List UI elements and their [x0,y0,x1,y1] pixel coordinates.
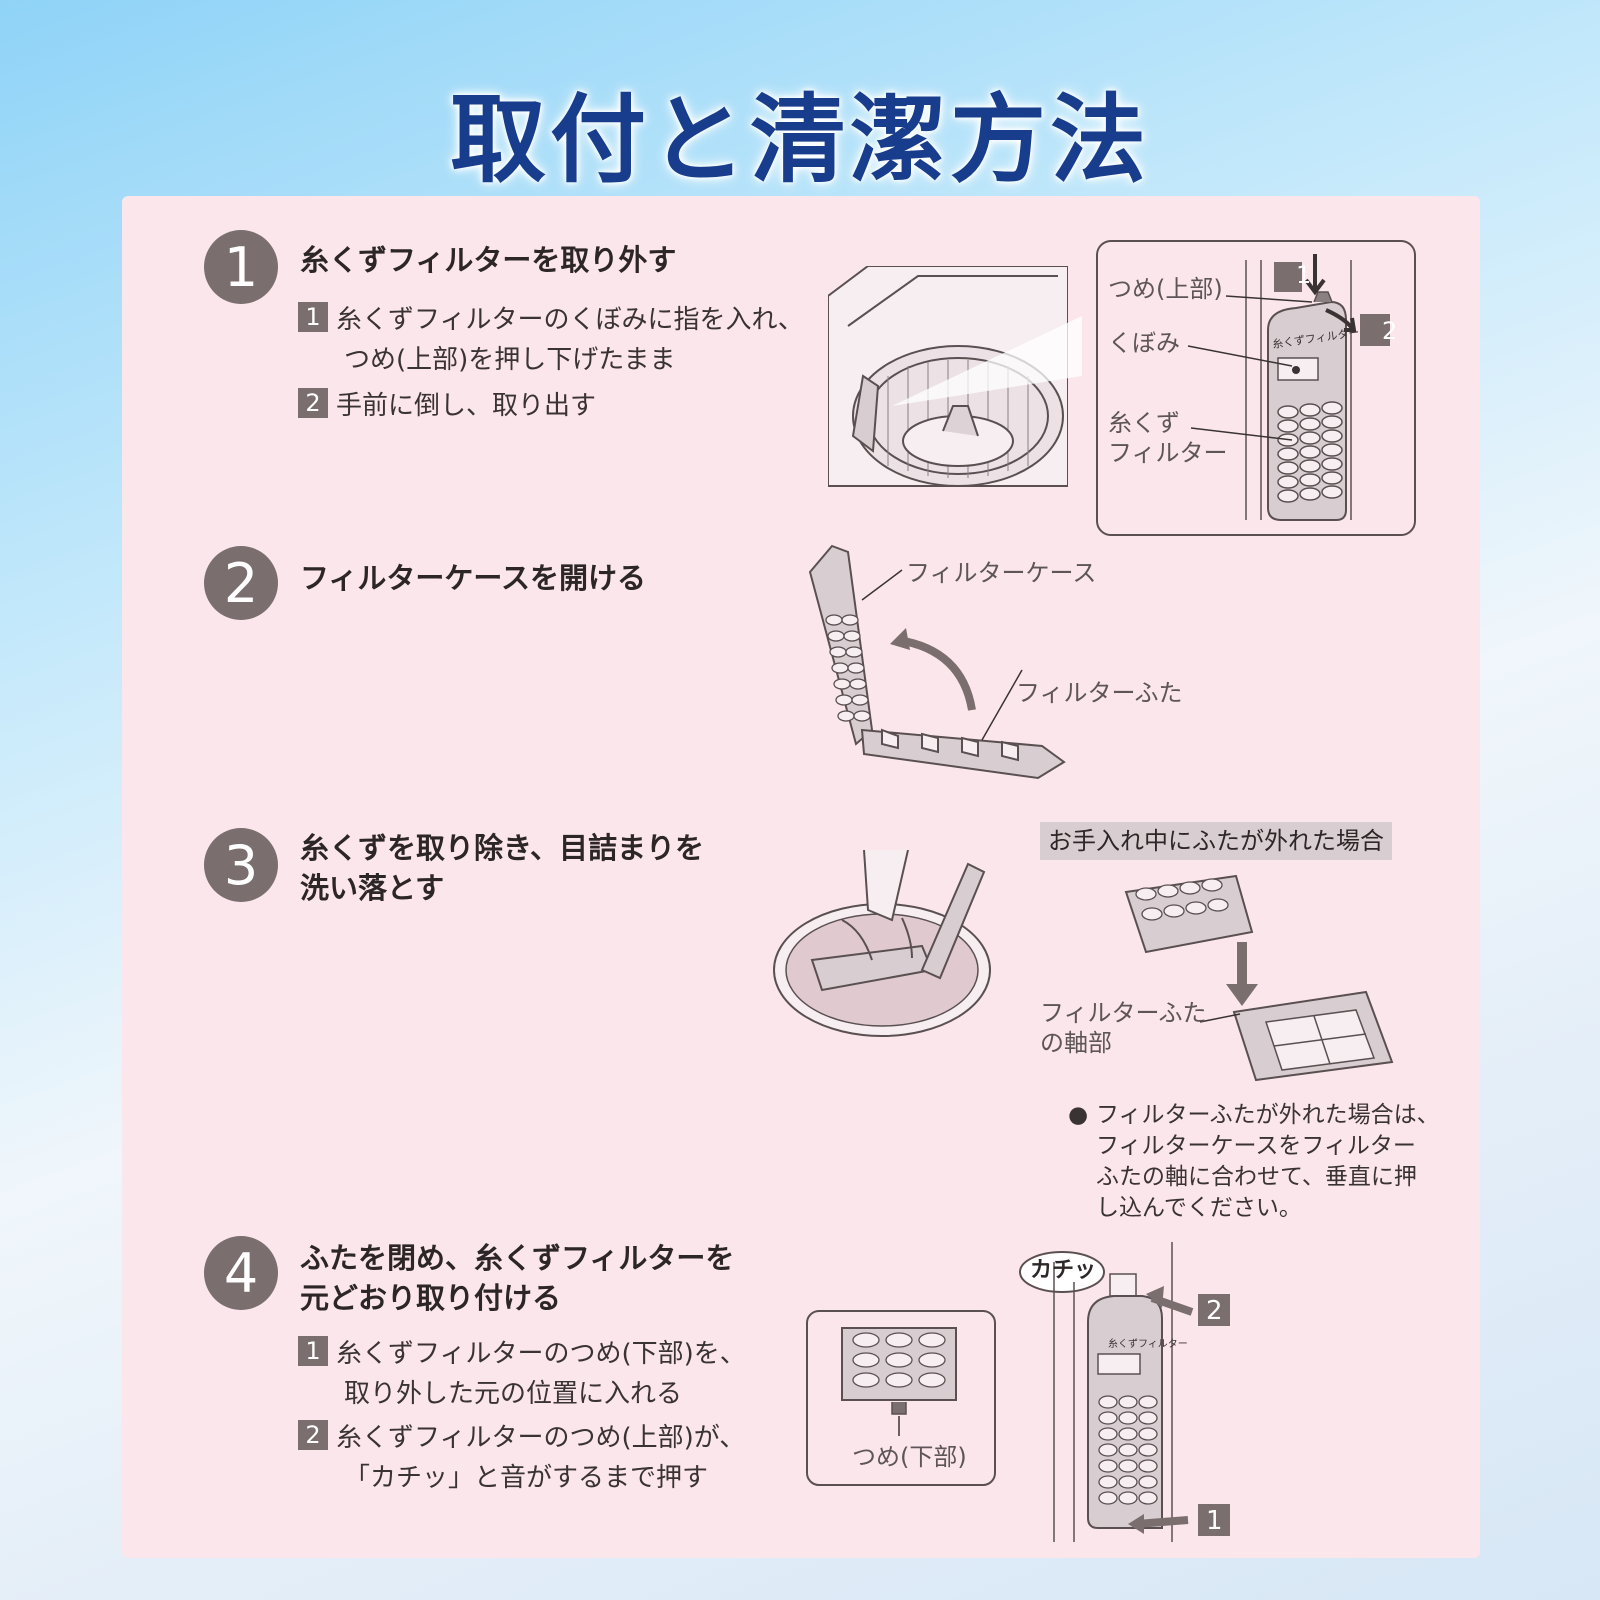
sub-number-badge: 1 [298,1336,328,1366]
filter-print-text: 糸くずフィルター [1108,1339,1188,1350]
step-3-title-line1: 糸くずを取り除き、目詰まりを [300,831,704,865]
step-1-title: 糸くずフィルターを取り外す [300,243,677,277]
step-4-sub-1: 1 糸くずフィルターのつめ(下部)を、 取り外した元の位置に入れる [298,1334,858,1414]
sub-text: 取り外した元の位置に入れる [344,1379,683,1409]
install-badge-1: 1 [1206,1506,1223,1536]
sub-number-badge: 1 [298,302,328,332]
sub-text: 糸くずフィルターのつめ(下部)を、 [336,1339,746,1369]
note-line-3: ふたの軸に合わせて、垂直に押 [1096,1164,1417,1190]
washing-in-basin-illustration [773,850,991,1037]
label-filter-case: フィルターケース [906,559,1097,587]
callout-badge-2: 2 [1382,317,1398,345]
sub-text: 糸くずフィルターのくぼみに指を入れ、 [336,305,804,335]
step-1-sub-2: 2 手前に倒し、取り出す [298,386,858,426]
sub-text: 「カチッ」と音がするまで押す [344,1463,709,1493]
filter-reinstall-illustration [1019,1242,1230,1542]
sub-text: 糸くずフィルターのつめ(上部)が、 [336,1423,746,1453]
step-3-number: 3 [204,828,278,902]
sub-number-badge: 2 [298,1420,328,1450]
click-sound-label: カチッ [1030,1258,1097,1283]
step-2-title: フィルターケースを開ける [300,561,646,595]
label-lid-axis-1: フィルターふた [1040,999,1207,1027]
zoom-wedge [892,316,1082,406]
washing-machine-drum-illustration [828,266,1068,487]
page-title: 取付と清潔方法 [450,83,1150,196]
label-filter-lid: フィルターふた [1016,679,1183,707]
step-2-number: 2 [204,546,278,620]
note-line-4: し込んでください。 [1096,1195,1302,1221]
callout-badge-1: 1 [1296,261,1312,289]
step-4-title-line1: ふたを閉め、糸くずフィルターを [300,1241,735,1275]
reattach-lid-illustration [1124,874,1394,1082]
sub-text: 手前に倒し、取り出す [336,391,597,421]
label-tsume-bottom: つめ(下部) [852,1443,967,1471]
detached-lid-case-tag: お手入れ中にふたが外れた場合 [1040,822,1392,860]
filter-closeup-callout [1096,240,1416,536]
label-tsume-top: つめ(上部) [1108,275,1223,303]
bottom-claw-inset [806,1310,996,1486]
label-lid-axis-2: の軸部 [1040,1029,1112,1057]
filter-case-open-illustration [808,544,1066,780]
note-bullet: ● [1068,1102,1089,1128]
label-lint-filter-1: 糸くず [1108,409,1180,437]
note-line-2: フィルターケースをフィルター [1096,1133,1416,1159]
step-1-sub-1: 1 糸くずフィルターのくぼみに指を入れ、 つめ(上部)を押し下げたまま [298,300,858,380]
instructions-panel: 1 糸くずフィルターを取り外す 1 糸くずフィルターのくぼみに指を入れ、 つめ(上… [122,196,1480,1558]
step-4-sub-2: 2 糸くずフィルターのつめ(上部)が、 「カチッ」と音がするまで押す [298,1418,858,1498]
step-4-title-line2: 元どおり取り付ける [300,1281,562,1315]
sub-text: つめ(上部)を押し下げたまま [344,345,676,375]
sub-number-badge: 2 [298,388,328,418]
label-kubomi: くぼみ [1108,329,1180,357]
step-3-title-line2: 洗い落とす [300,871,445,905]
install-badge-2: 2 [1206,1296,1223,1326]
note-line-1: フィルターふたが外れた場合は、 [1096,1102,1440,1128]
step-4-number: 4 [204,1236,278,1310]
label-lint-filter-2: フィルター [1108,439,1228,467]
step-1-number: 1 [204,230,278,304]
